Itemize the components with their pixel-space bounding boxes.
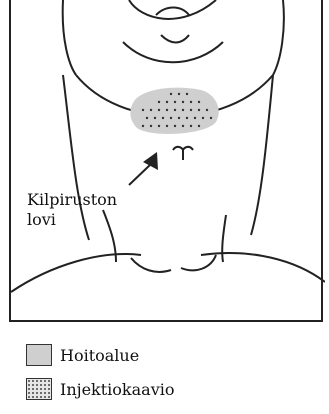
- legend-label-treatment-area: Hoitoalue: [60, 346, 139, 365]
- right-shoulder-line: [201, 253, 325, 282]
- collarbone-left: [131, 258, 171, 272]
- right-face-edge: [273, 0, 284, 75]
- legend: Hoitoalue Injektiokaavio: [26, 342, 175, 410]
- right-sternocleido: [222, 215, 226, 262]
- lip-curve: [129, 0, 216, 19]
- treatment-area-swatch: [26, 344, 52, 366]
- arrow-line: [129, 164, 151, 185]
- neck-illustration: [11, 0, 325, 322]
- diagram-frame: Kilpiruston lovi: [9, 0, 323, 322]
- left-face-edge: [63, 0, 76, 75]
- right-neck-line: [251, 75, 273, 235]
- arrow-head: [143, 152, 158, 170]
- legend-item-injection-pattern: Injektiokaavio: [26, 376, 175, 402]
- thyroid-notch-label-line1: Kilpiruston: [27, 190, 117, 210]
- collarbone-right: [181, 255, 216, 270]
- lip-inner-curve: [156, 8, 189, 16]
- chin-curve: [123, 42, 223, 62]
- thyroid-notch: [173, 147, 193, 150]
- thyroid-notch-label-line2: lovi: [27, 210, 117, 230]
- legend-item-treatment-area: Hoitoalue: [26, 342, 175, 368]
- thyroid-notch-label: Kilpiruston lovi: [27, 190, 117, 230]
- chin-dimple: [161, 35, 189, 43]
- injection-pattern-swatch: [26, 378, 52, 400]
- left-shoulder-line: [11, 254, 141, 292]
- legend-label-injection-pattern: Injektiokaavio: [60, 380, 175, 399]
